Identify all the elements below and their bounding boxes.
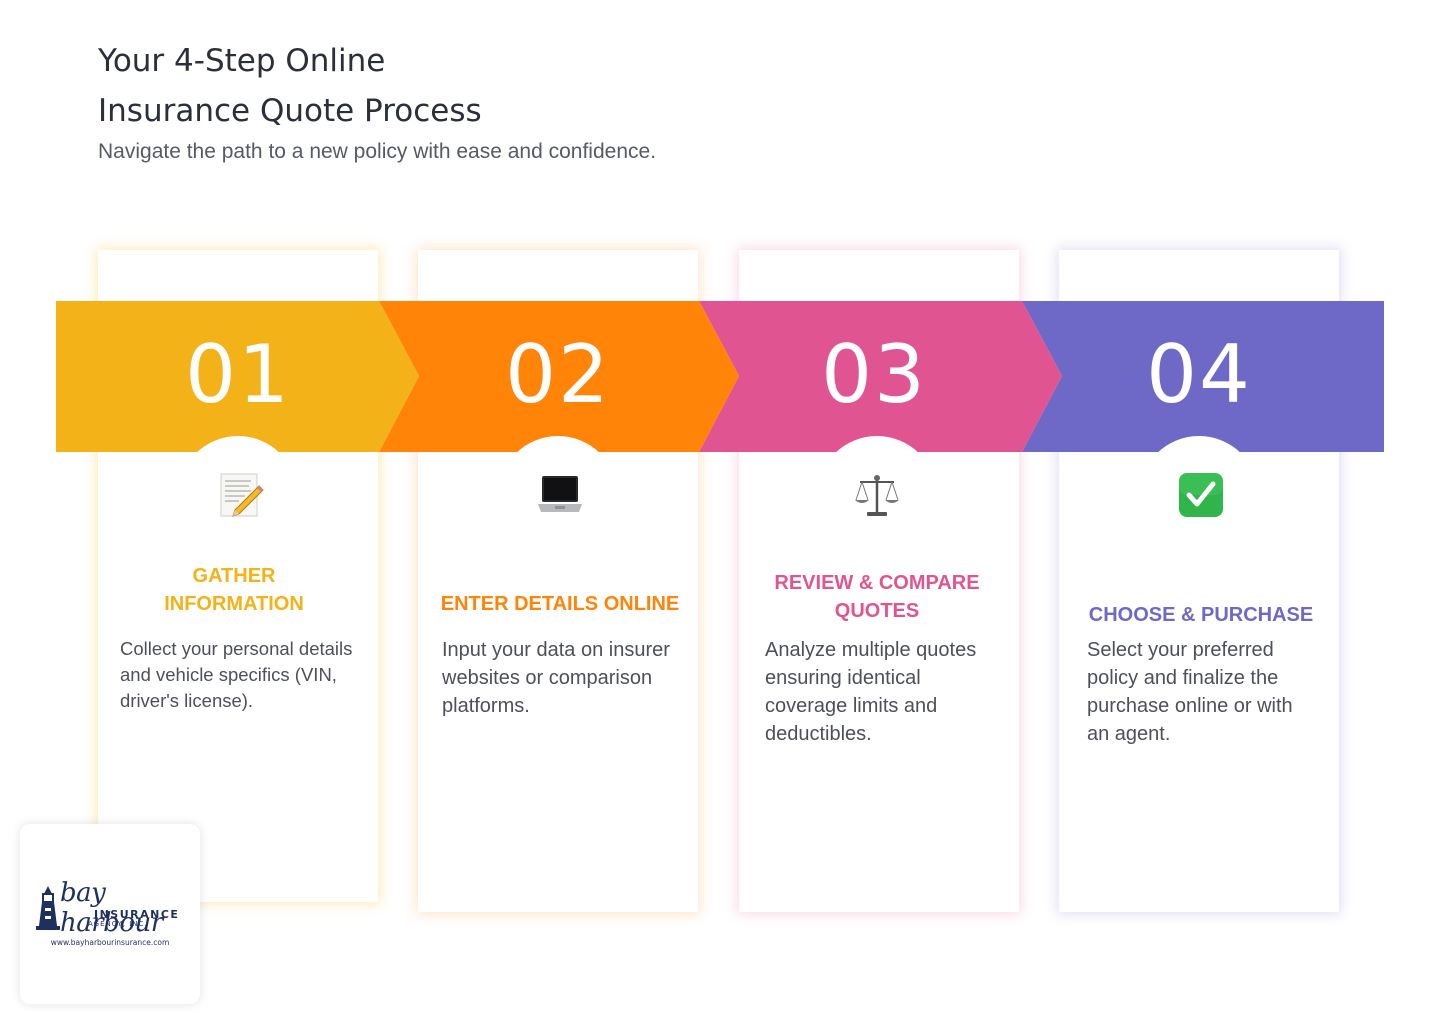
step-description-1: Collect your personal details and vehicl… [120, 638, 353, 711]
step-title-2: ENTER DETAILS ONLINE [440, 593, 680, 615]
step-title-1: GATHER INFORMATION [94, 562, 374, 618]
chevron-step-1 [56, 301, 419, 452]
step-title-3: REVIEW & COMPARE QUOTES [737, 569, 1017, 625]
chevron-step-4 [1022, 301, 1384, 452]
balance-scale-icon [855, 475, 899, 516]
step-title-3-line-2: QUOTES [834, 600, 920, 622]
step-description-3: Analyze multiple quotes ensuring identic… [765, 639, 977, 745]
laptop-icon [538, 476, 582, 512]
lighthouse-icon [36, 886, 60, 930]
memo-pencil-icon [220, 473, 264, 517]
step-title-3-line-1: REVIEW & COMPARE [774, 572, 980, 594]
page-subtitle: Navigate the path to a new policy with e… [98, 140, 657, 163]
page-title-line-2: Insurance Quote Process [98, 93, 482, 129]
page-title-line-1: Your 4-Step Online [98, 43, 386, 79]
check-mark-icon [1179, 473, 1223, 517]
step-number-4: 04 [1146, 328, 1252, 421]
logo-url: www.bayharbourinsurance.com [50, 938, 170, 947]
step-number-3: 03 [821, 328, 927, 421]
step-number-1: 01 [185, 328, 291, 421]
step-number-2: 02 [505, 328, 611, 421]
chevron-step-3 [699, 301, 1062, 452]
logo-agency: AGENCY, INC. [88, 920, 148, 928]
chevron-step-2 [379, 301, 739, 452]
step-description-2: Input your data on insurer websites or c… [442, 639, 670, 717]
step-description-4: Select your preferred policy and finaliz… [1087, 639, 1293, 745]
logo-name: bay harbour [60, 878, 163, 938]
logo-insurance: INSURANCE [94, 908, 180, 921]
step-title-4: CHOOSE & PURCHASE [1088, 604, 1314, 626]
step-title-1-line-2: INFORMATION [164, 593, 304, 615]
page-title: Your 4-Step Online Insurance Quote Proce… [98, 36, 798, 136]
company-logo: bay harbour INSURANCE AGENCY, INC. www.b… [20, 824, 200, 1004]
step-title-1-line-1: GATHER [192, 565, 276, 587]
